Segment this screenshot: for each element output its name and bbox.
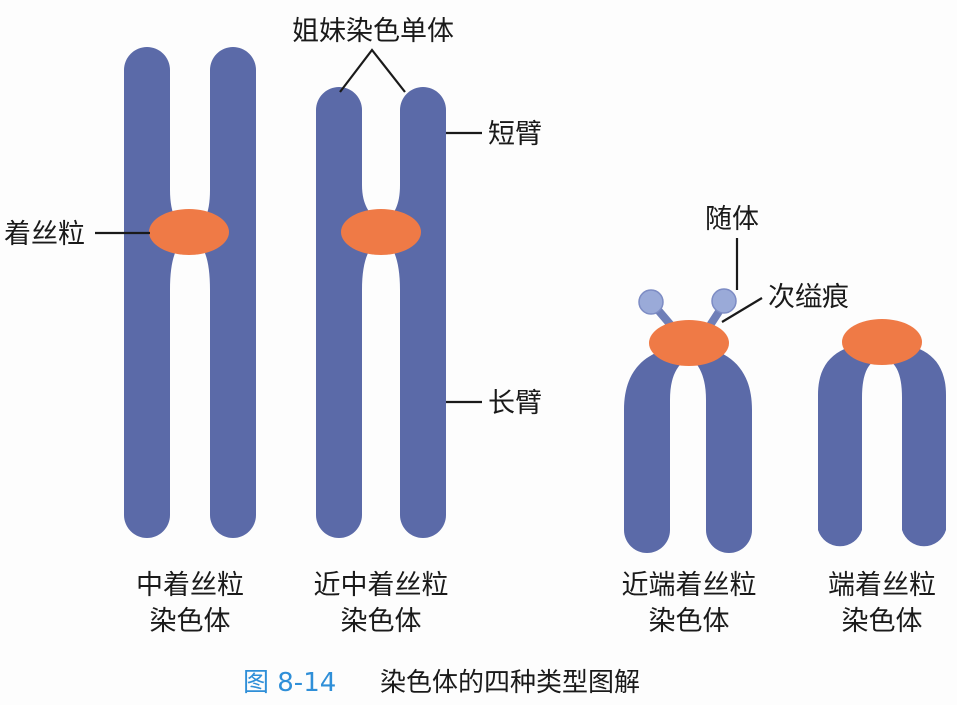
centromere xyxy=(149,209,229,255)
metacentric-chromosome xyxy=(124,47,256,538)
chromatid-left xyxy=(624,345,685,553)
label-short-arm: 短臂 xyxy=(488,119,542,150)
type-name-line2: 染色体 xyxy=(649,606,730,637)
chromatid-right xyxy=(386,87,446,538)
label-secondary-constriction: 次缢痕 xyxy=(768,282,849,313)
chromatid-left xyxy=(818,342,875,547)
type-name-line1: 中着丝粒 xyxy=(136,570,244,601)
chromatid-left xyxy=(124,47,185,538)
label-long-arm: 长臂 xyxy=(488,388,542,419)
type-name-metacentric: 中着丝粒 染色体 xyxy=(136,570,244,637)
leader-lines xyxy=(95,48,763,404)
telocentric-chromosome xyxy=(818,319,946,547)
chromatid-right xyxy=(195,47,256,538)
secondary-constriction-leader xyxy=(721,297,763,323)
sister-chromatids-leader xyxy=(339,48,406,93)
caption-number: 图 8-14 xyxy=(243,668,336,698)
type-name-line1: 近中着丝粒 xyxy=(314,570,449,601)
type-name-line1: 近端着丝粒 xyxy=(622,570,757,601)
acrocentric-chromosome xyxy=(624,288,752,553)
label-sister-chromatids: 姐妹染色单体 xyxy=(292,16,454,47)
type-name-acrocentric: 近端着丝粒 染色体 xyxy=(622,570,757,637)
type-name-telocentric: 端着丝粒 染色体 xyxy=(828,570,936,637)
centromere xyxy=(341,209,421,255)
type-name-submetacentric: 近中着丝粒 染色体 xyxy=(314,570,449,637)
centromere xyxy=(649,320,729,366)
submetacentric-chromosome xyxy=(316,87,446,538)
type-name-line1: 端着丝粒 xyxy=(828,570,936,601)
chromatid-right xyxy=(693,345,752,553)
label-centromere: 着丝粒 xyxy=(4,219,85,250)
chromatid-left xyxy=(316,87,378,538)
type-name-line2: 染色体 xyxy=(842,606,923,637)
figure-caption: 图 8-14 染色体的四种类型图解 xyxy=(243,668,640,698)
satellite-right xyxy=(711,288,737,314)
satellite-left xyxy=(638,289,664,315)
type-name-line2: 染色体 xyxy=(150,606,231,637)
centromere xyxy=(842,319,922,365)
caption-title: 染色体的四种类型图解 xyxy=(380,668,640,698)
type-name-line2: 染色体 xyxy=(341,606,422,637)
chromatid-right xyxy=(889,342,946,547)
label-satellite: 随体 xyxy=(705,204,759,235)
